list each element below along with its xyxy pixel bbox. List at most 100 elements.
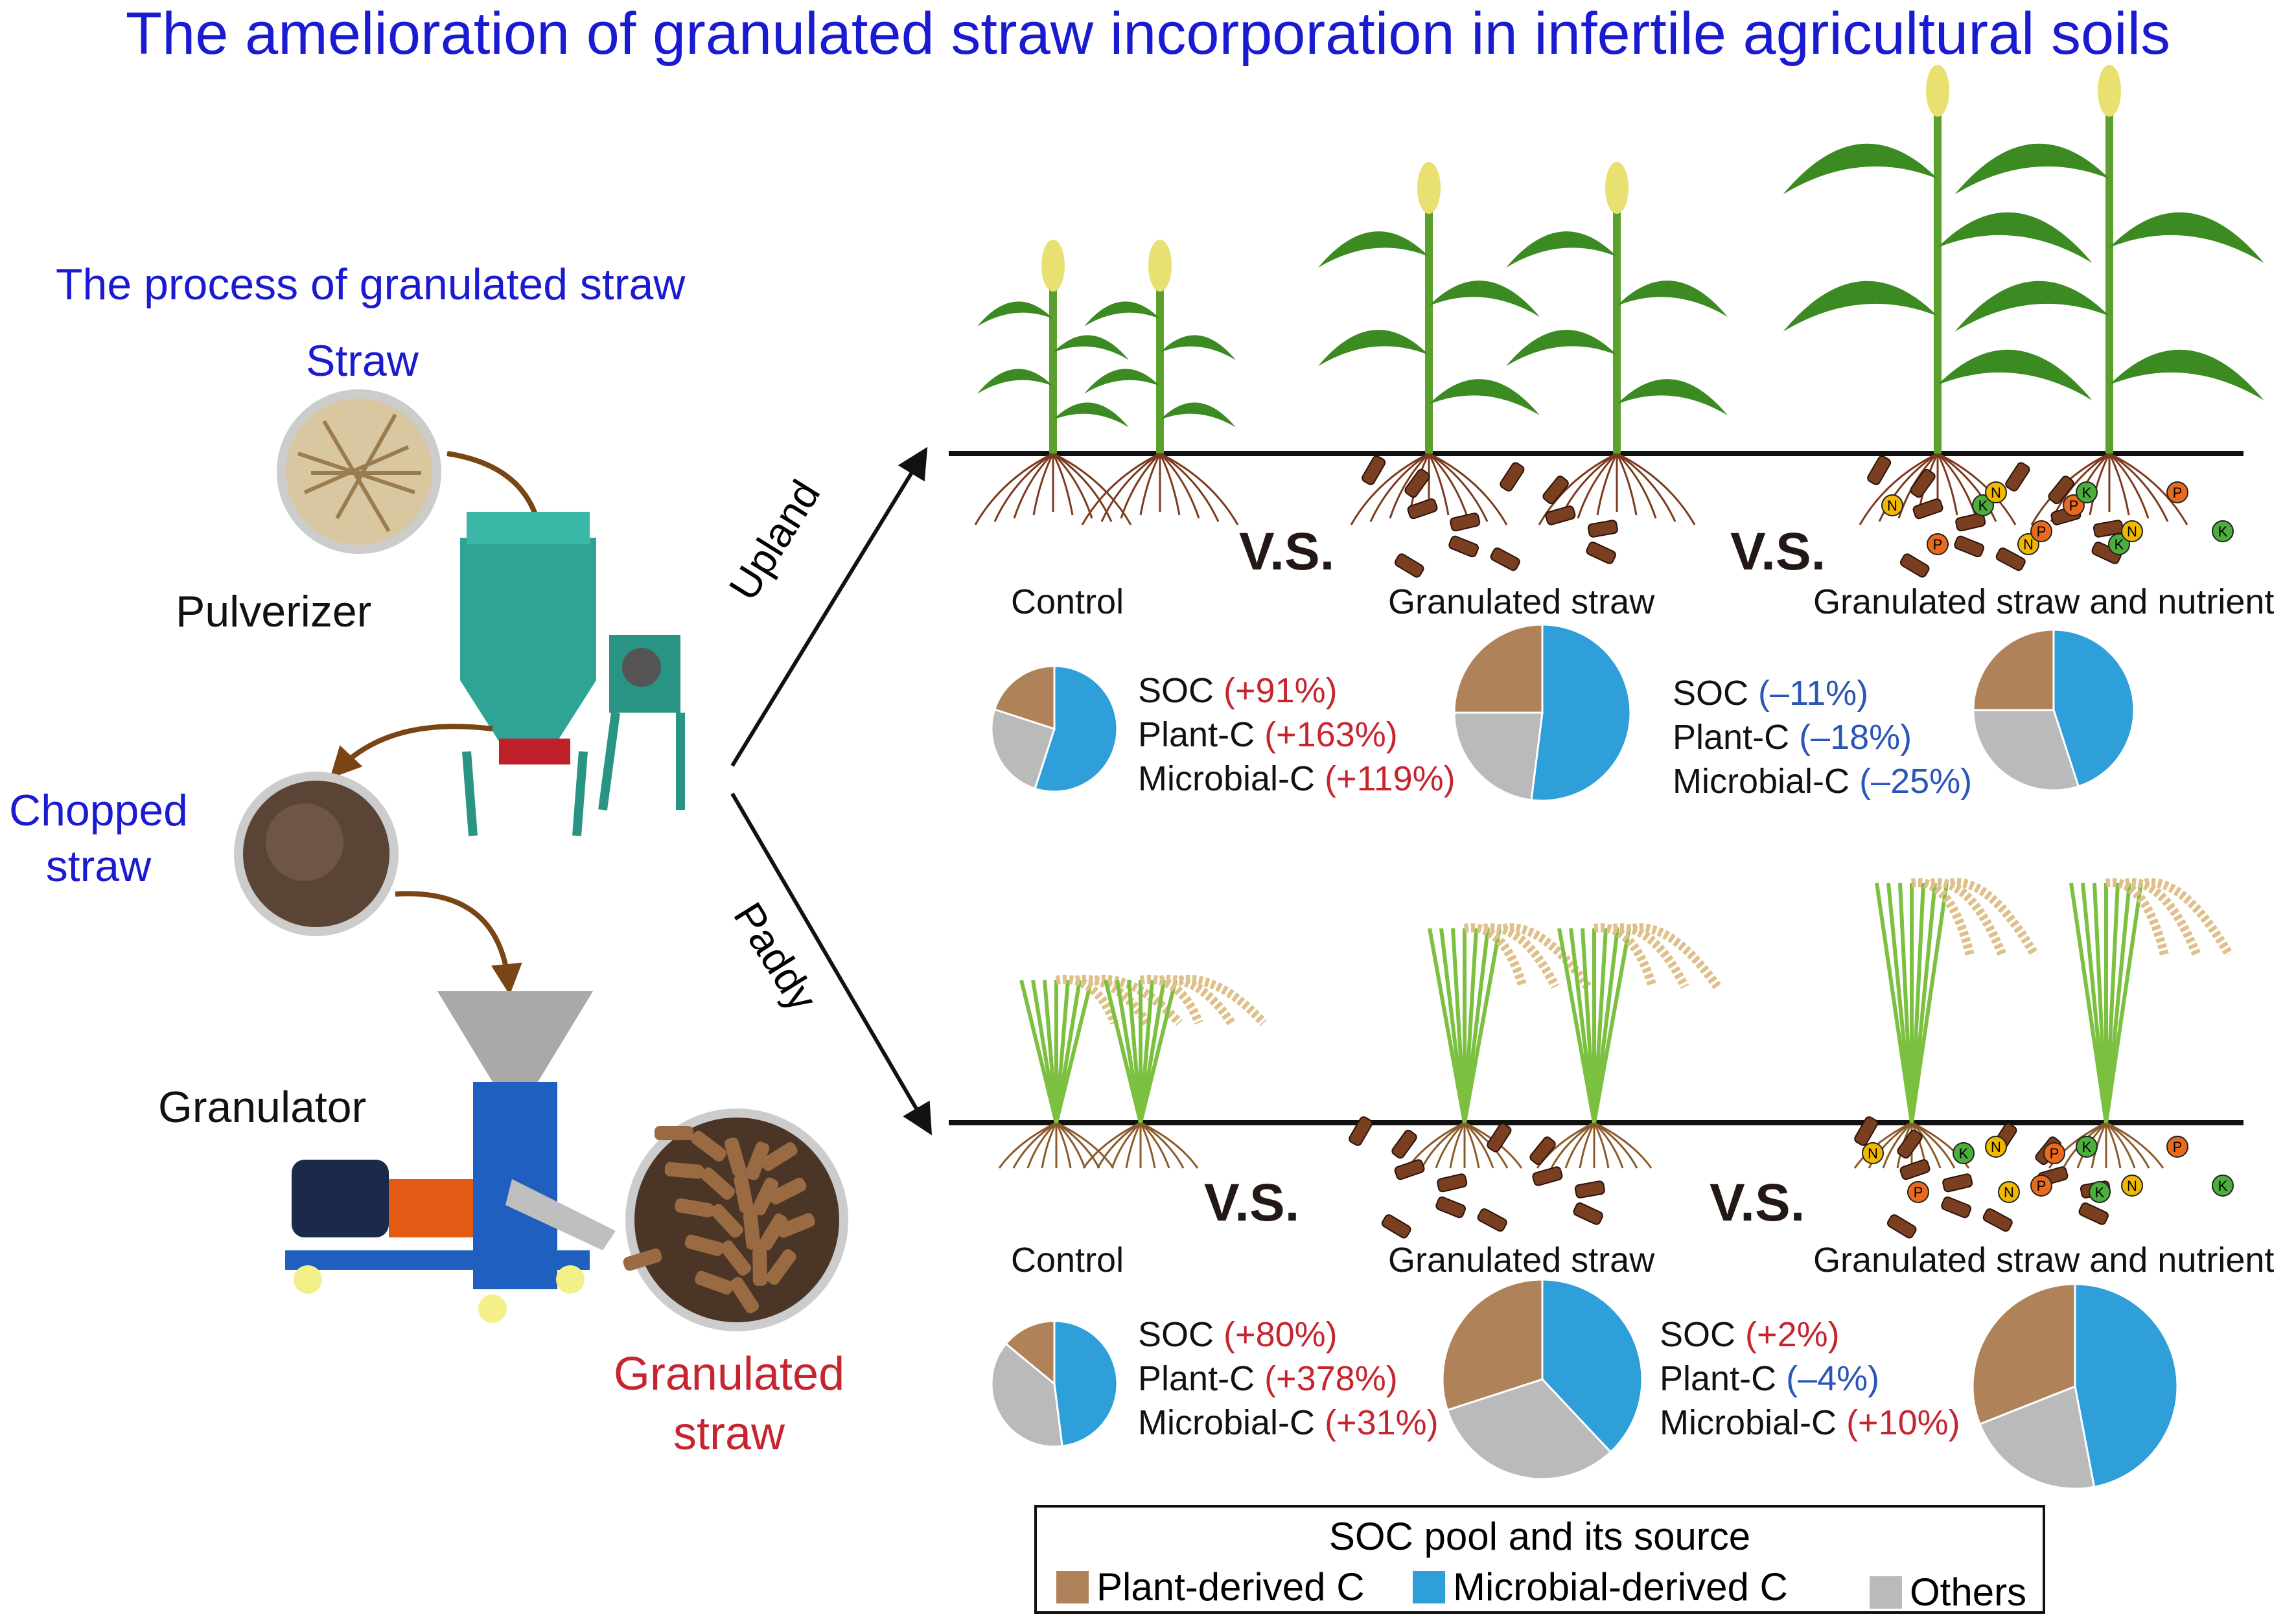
paddy-stats-1: SOC (+80%) Plant-C (+378%) Microbial-C (…	[1138, 1313, 1439, 1445]
pie-slice-plant	[1441, 1278, 1544, 1412]
nutrient-N-icon	[1985, 481, 2007, 503]
svg-text:N: N	[2127, 1178, 2137, 1194]
arrow-chopped-to-granulator	[395, 891, 522, 995]
svg-text:K: K	[2095, 1184, 2105, 1200]
svg-text:N: N	[1868, 1145, 1878, 1162]
straw-pellet	[1912, 498, 1943, 520]
svg-text:P: P	[2037, 1178, 2047, 1194]
svg-text:P: P	[1914, 1184, 1923, 1200]
chopped-straw-line1: Chopped	[8, 786, 189, 835]
straw-pellet	[2048, 476, 2074, 505]
straw-pellet	[1867, 455, 1892, 485]
soc-change: (+91%)	[1223, 671, 1338, 710]
straw-pellet	[1982, 1208, 2013, 1232]
nutrient-K-icon	[2076, 481, 2098, 503]
nutrient-K-icon	[2089, 1181, 2111, 1203]
legend-item-plant: Plant-derived C	[1056, 1565, 1365, 1609]
nutrient-K-icon	[2076, 1136, 2098, 1158]
straw-pellet	[1394, 553, 1424, 578]
upland-vs-1: V.S.	[1239, 522, 1335, 581]
plant-c-label: Plant-C	[1138, 715, 1255, 754]
straw-pellet	[1349, 1116, 1373, 1146]
paddy-granulated-nutrient-label: Granulated straw and nutrient	[1813, 1241, 2275, 1280]
plant-c-change: (+378%)	[1264, 1359, 1398, 1398]
process-heading: The process of granulated straw	[56, 260, 686, 309]
pie-slice-microbial	[2052, 628, 2135, 788]
nutrient-N-icon	[1862, 1142, 1884, 1164]
svg-text:P: P	[1933, 536, 1943, 553]
nutrient-P-icon	[2166, 1136, 2188, 1158]
granulated-straw-line1: Granulated	[613, 1348, 845, 1400]
paddy-vs-2: V.S.	[1710, 1173, 1805, 1232]
soc-change: (–11%)	[1758, 674, 1869, 713]
straw-pellet	[1573, 1202, 1603, 1225]
pie-slice-others	[1446, 1378, 1612, 1480]
straw-pellet	[1450, 512, 1481, 532]
svg-text:P: P	[2069, 498, 2079, 514]
straw-label: Straw	[306, 336, 419, 385]
upland-stats-2: SOC (–11%) Plant-C (–18%) Microbial-C (–…	[1673, 671, 1972, 803]
paddy-pie-1	[1441, 1278, 1643, 1480]
upland-stats-1: SOC (+91%) Plant-C (+163%) Microbial-C (…	[1138, 669, 1455, 801]
nutrient-P-icon	[2030, 1175, 2052, 1197]
soc-label: SOC	[1660, 1315, 1736, 1354]
straw-pellet	[1529, 1136, 1556, 1165]
pie-slice-plant	[993, 665, 1056, 731]
granulated-straw-line2: straw	[673, 1408, 785, 1460]
svg-text:K: K	[2082, 485, 2092, 501]
pie-slice-plant	[1972, 628, 2055, 711]
rice-plant	[1406, 923, 1592, 1169]
svg-text:P: P	[2173, 1139, 2183, 1155]
straw-pellet	[1886, 1214, 1917, 1239]
rice-plant	[1853, 878, 2039, 1169]
straw-pellet	[1897, 1129, 1923, 1159]
legend-label: Microbial-derived C	[1453, 1565, 1788, 1609]
svg-text:K: K	[2218, 1178, 2228, 1194]
granulator-label: Granulator	[158, 1083, 367, 1132]
figure-title: The amelioration of granulated straw inc…	[125, 1, 2171, 67]
microbial-c-label: Microbial-C	[1138, 1403, 1316, 1442]
nutrient-N-icon	[1985, 1136, 2007, 1158]
straw-photo	[277, 389, 441, 554]
pie-slice-plant	[1004, 1320, 1056, 1386]
granulated-straw-photo	[623, 1108, 848, 1331]
upland-granulated-nutrient-label: Granulated straw and nutrient	[1813, 582, 2275, 621]
upland-pie-1	[1453, 623, 1632, 802]
nutrient-P-icon	[1907, 1181, 1929, 1203]
upland-vs-2: V.S.	[1730, 522, 1826, 581]
legend-label: Plant-derived C	[1096, 1565, 1365, 1609]
upland-control-label: Control	[1011, 582, 1124, 621]
soc-label: SOC	[1138, 671, 1214, 710]
svg-text:N: N	[1887, 498, 1897, 514]
nutrient-P-icon	[2030, 520, 2052, 542]
plant-c-change: (–4%)	[1786, 1359, 1880, 1398]
svg-text:K: K	[2218, 523, 2228, 540]
paddy-arrow	[730, 792, 933, 1136]
straw-pellet	[1899, 553, 1930, 578]
upland-granulated-label: Granulated straw	[1388, 582, 1655, 621]
straw-pellet	[2005, 462, 2030, 492]
legend-label: Others	[1910, 1570, 2027, 1614]
svg-text:N: N	[1991, 485, 2001, 501]
svg-text:N: N	[2127, 523, 2137, 540]
pie-slice-plant	[1971, 1283, 2076, 1426]
nutrient-N-icon	[2121, 520, 2143, 542]
nutrient-N-icon	[2121, 1175, 2143, 1197]
arrow-pulverizer-to-chopped	[330, 724, 493, 779]
rice-plant	[1082, 974, 1268, 1169]
maize-plant	[1783, 65, 2093, 525]
straw-pellet	[1391, 1129, 1417, 1159]
paddy-control-label: Control	[1011, 1241, 1124, 1280]
plant-c-label: Plant-C	[1673, 718, 1790, 757]
granulator-machine	[285, 991, 616, 1323]
nutrient-N-icon	[1881, 494, 1903, 516]
microbial-swatch	[1413, 1570, 1445, 1603]
svg-text:P: P	[2050, 1145, 2059, 1162]
microbial-c-label: Microbial-C	[1660, 1403, 1837, 1442]
straw-pellet	[1487, 1123, 1512, 1153]
legend-item-others: Others	[1870, 1570, 2026, 1614]
microbial-c-label: Microbial-C	[1138, 759, 1316, 798]
rice-plant	[1536, 923, 1721, 1169]
plant-c-change: (–18%)	[1799, 718, 1912, 757]
